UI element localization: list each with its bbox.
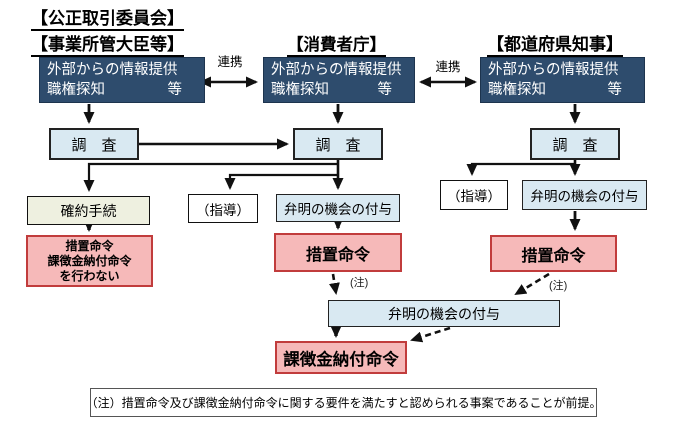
arrow-branch-to-kakuyaku	[83, 162, 338, 192]
note-label-right: (注)	[549, 280, 568, 292]
source-box-center: 外部からの情報提供 職権探知等	[263, 57, 415, 103]
source-box-right: 外部からの情報提供 職権探知等	[480, 57, 645, 103]
benmei-box-right: 弁明の機会の付与	[522, 180, 647, 210]
footnote-box: （注）措置命令及び課徴金納付命令に関する要件を満たすと認められる事案であることが…	[86, 388, 601, 417]
no-order-box: 措置命令 課徴金納付命令 を行わない	[26, 235, 153, 287]
source-box-left: 外部からの情報提供 職権探知等	[39, 57, 205, 103]
shidou-box-center: （指導）	[188, 194, 258, 223]
renkei-label-left: 連携	[217, 55, 243, 69]
benmei-box-bottom: 弁明の機会の付与	[328, 300, 560, 327]
sochi-box-center: 措置命令	[274, 233, 402, 272]
header-jftc: 【公正取引委員会】	[31, 4, 184, 31]
dashed-arrow-benmei-to-kachoukin	[410, 326, 451, 343]
dashed-arrow-sochi-right-to-benmei	[514, 272, 550, 296]
benmei-box-center: 弁明の機会の付与	[276, 194, 400, 222]
header-minister: 【事業所管大臣等】	[31, 30, 184, 57]
header-governor: 【都道府県知事】	[487, 30, 623, 57]
dashed-arrow-sochi-center-to-benmei	[329, 273, 340, 295]
kachoukin-box: 課徴金納付命令	[275, 341, 407, 374]
arrow-branch-to-shidou-right	[466, 162, 575, 176]
shidou-box-right: （指導）	[440, 180, 508, 210]
note-label-center: (注)	[350, 277, 369, 289]
chousa-box-center: 調 査	[293, 128, 383, 160]
arrow-branch-to-shidou-center	[224, 173, 338, 190]
chousa-box-left: 調 査	[49, 128, 139, 160]
renkei-label-right: 連携	[435, 60, 461, 74]
chousa-box-right: 調 査	[530, 128, 620, 160]
sochi-box-right: 措置命令	[490, 235, 617, 272]
kakuyaku-box: 確約手続	[27, 196, 150, 225]
header-caa: 【消費者庁】	[287, 31, 386, 57]
